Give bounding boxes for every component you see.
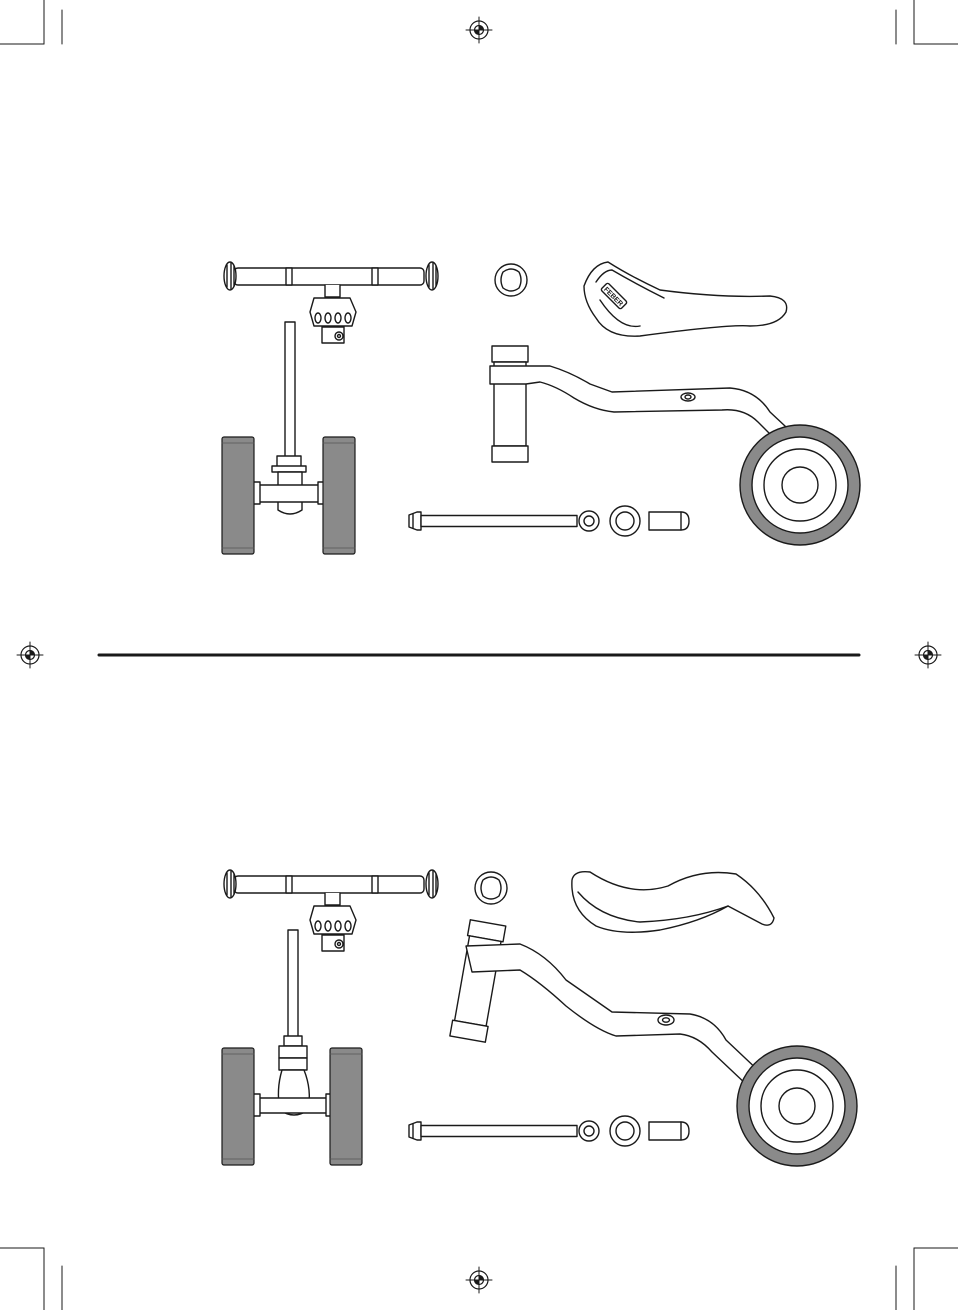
registration-mark-left (17, 642, 43, 668)
registration-mark-bottom (466, 1267, 492, 1293)
handlebar (224, 262, 438, 343)
parts-kit-upper: FEBER (222, 262, 860, 554)
bolt-set-lower (409, 1116, 689, 1146)
rear-axle (222, 930, 362, 1165)
spacer-ring (495, 264, 527, 296)
registration-mark-right (915, 642, 941, 668)
spacer-ring (475, 872, 507, 904)
seat: FEBER (584, 262, 787, 336)
parts-kit-lower (222, 870, 857, 1166)
rear-axle (222, 322, 355, 554)
seat (572, 872, 774, 933)
bolt-set-upper (409, 506, 689, 536)
registration-mark-top (466, 17, 492, 43)
handlebar (224, 870, 438, 951)
